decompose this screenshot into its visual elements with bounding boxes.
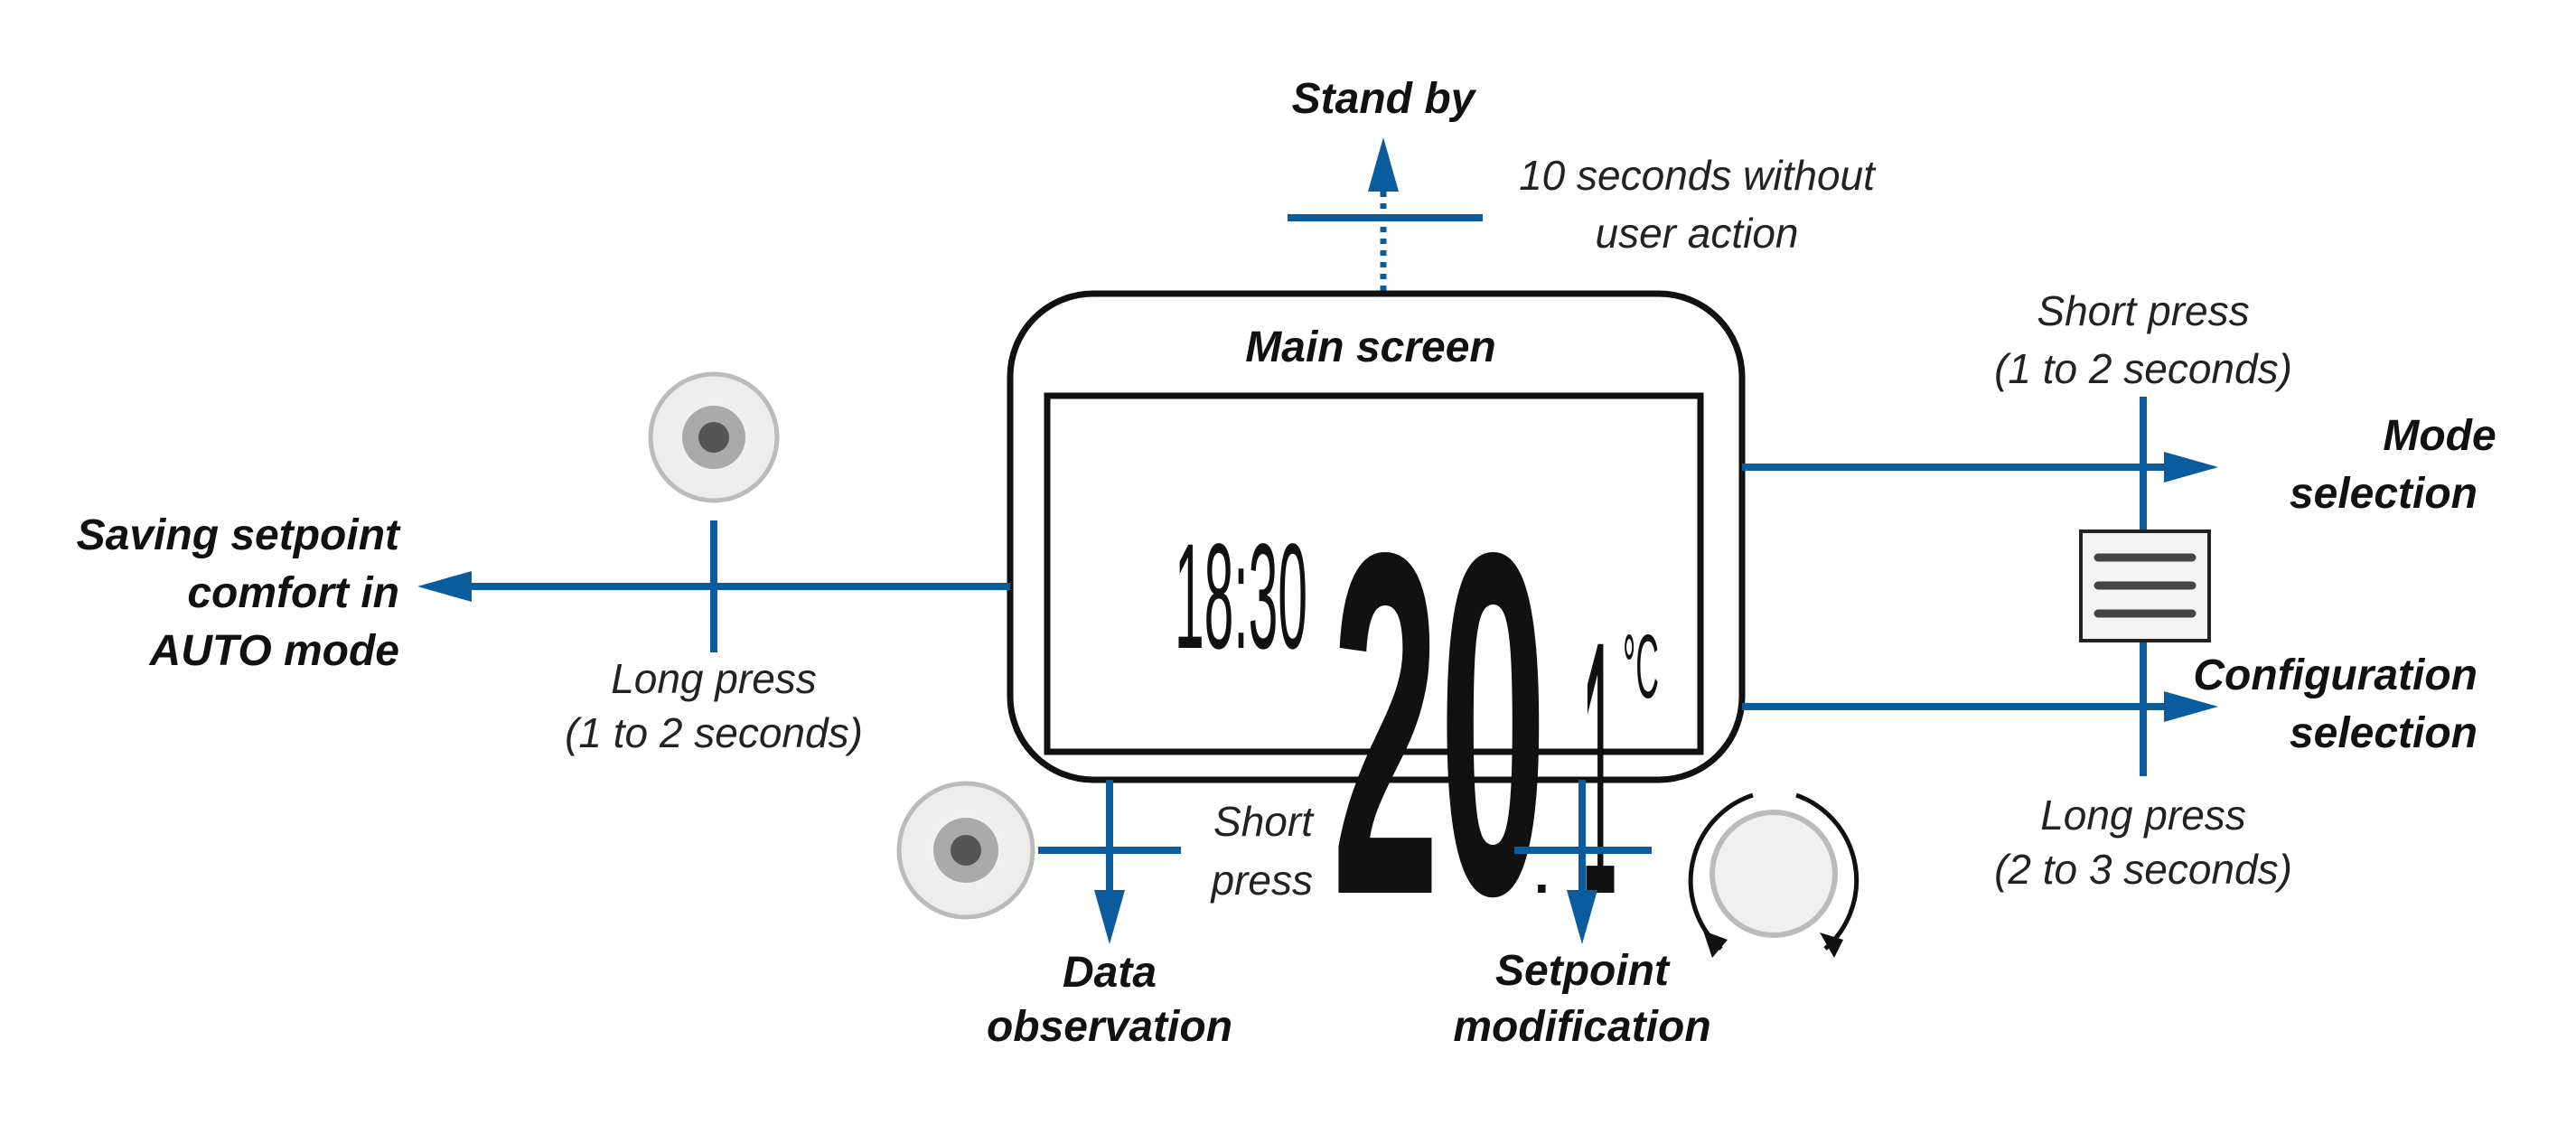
setpoint-result-line2: modification [1453, 1003, 1710, 1051]
left-result-line2: comfort in [187, 569, 399, 617]
lcd-temperature-integer: 20 [1332, 452, 1547, 997]
standby-branch: Stand by 10 seconds without user action [1288, 75, 1877, 294]
data-result-line1: Data [1063, 949, 1157, 997]
bottom-left-press-line1: Short [1213, 798, 1315, 845]
main-screen-title: Main screen [1245, 323, 1495, 371]
arrow-up-icon [1368, 137, 1399, 192]
arrow-down-icon [1567, 890, 1597, 944]
rotary-knob-icon[interactable] [1688, 792, 1859, 958]
arrow-down-icon [1094, 890, 1125, 944]
left-press-line1: Long press [611, 655, 817, 702]
standby-note-line2: user action [1595, 210, 1798, 257]
right-bottom-press-line1: Long press [2040, 792, 2246, 839]
setpoint-branch: Setpoint modification [1453, 780, 1859, 1051]
mode-result-line2: selection [2290, 470, 2478, 518]
data-result-line2: observation [987, 1003, 1232, 1051]
round-button-icon[interactable] [648, 371, 780, 503]
left-result-line1: Saving setpoint [77, 511, 401, 559]
lcd-unit: °C [1623, 616, 1659, 717]
main-screen: Main screen 18:30 20 . 1 °C [1007, 290, 1746, 997]
lcd-time: 18:30 [1175, 513, 1307, 680]
standby-note-line1: 10 seconds without [1519, 152, 1877, 199]
left-press-line2: (1 to 2 seconds) [565, 709, 863, 756]
right-bottom-press-line2: (2 to 3 seconds) [1994, 846, 2292, 893]
bottom-left-press-line2: press [1210, 857, 1313, 904]
configuration-result-line1: Configuration [2193, 651, 2478, 699]
right-top-press-line2: (1 to 2 seconds) [1994, 345, 2292, 392]
setpoint-result-line1: Setpoint [1495, 947, 1671, 995]
mode-result-line1: Mode [2383, 412, 2496, 460]
lcd-decimal-point: . [1534, 844, 1550, 904]
lcd-display [1044, 392, 1704, 755]
menu-button-icon[interactable] [2079, 530, 2211, 642]
arrow-right-icon [2164, 691, 2218, 722]
standby-label: Stand by [1292, 75, 1477, 123]
round-button-icon[interactable] [896, 781, 1035, 920]
configuration-result-line2: selection [2290, 709, 2478, 757]
arrow-left-icon [417, 571, 472, 602]
left-result-line3: AUTO mode [149, 627, 399, 675]
left-branch: Saving setpoint comfort in AUTO mode Lon… [77, 371, 1010, 756]
data-observation-branch: Short press Data observation [896, 780, 1315, 1051]
right-top-press-line1: Short press [2037, 287, 2249, 334]
right-branches: Short press (1 to 2 seconds) Mode select… [1742, 287, 2496, 893]
arrow-right-icon [2164, 452, 2218, 483]
